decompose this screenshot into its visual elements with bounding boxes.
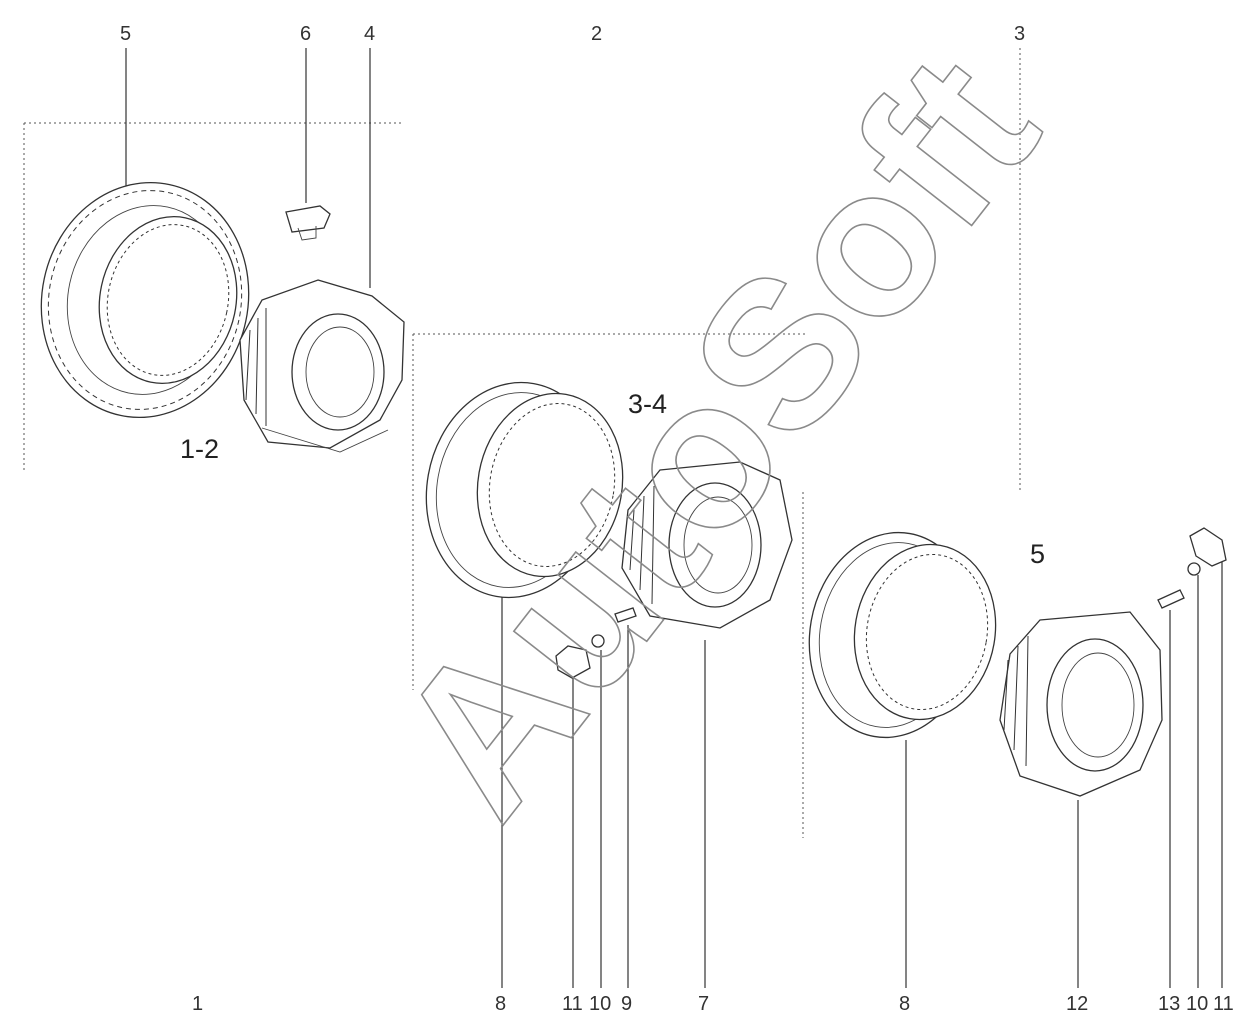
small-parts-3-4 — [555, 607, 637, 679]
callout-top: 4 — [364, 23, 375, 45]
group-label-1-2: 1-2 — [180, 434, 219, 464]
synchro-hub-part-12 — [999, 611, 1163, 797]
gear-ring-part-5 — [40, 181, 250, 419]
group-frame-5 — [802, 48, 1021, 838]
sleeve-part-8-right — [808, 531, 997, 739]
group-label-3-4: 3-4 — [628, 389, 667, 419]
leader-lines — [125, 48, 1223, 988]
group-label-5: 5 — [1030, 539, 1045, 569]
callout-top: 2 — [591, 23, 602, 45]
callout-bottom: 8 — [899, 993, 910, 1015]
callout-bottom: 10 — [589, 993, 611, 1015]
callout-top: 6 — [300, 23, 311, 45]
callout-top: 3 — [1014, 23, 1025, 45]
small-parts-5 — [1157, 527, 1227, 609]
callout-bottom: 11 — [1213, 993, 1234, 1015]
group-frame-1-2 — [23, 122, 404, 472]
callout-top: 5 — [120, 23, 131, 45]
synchro-hub-part-4 — [239, 279, 405, 453]
callout-bottom: 12 — [1066, 993, 1088, 1015]
callout-bottom: 1 — [192, 993, 203, 1015]
callout-bottom: 11 — [562, 993, 583, 1015]
callout-bottom: 9 — [621, 993, 632, 1015]
key-part-6 — [285, 205, 331, 241]
callout-bottom: 13 — [1158, 993, 1180, 1015]
callout-bottom: 8 — [495, 993, 506, 1015]
callout-bottom: 7 — [698, 993, 709, 1015]
group-frame-3-4 — [412, 333, 805, 690]
synchro-hub-part-7 — [621, 461, 793, 629]
callout-bottom: 10 — [1186, 993, 1208, 1015]
sleeve-part-8-left — [425, 381, 624, 599]
